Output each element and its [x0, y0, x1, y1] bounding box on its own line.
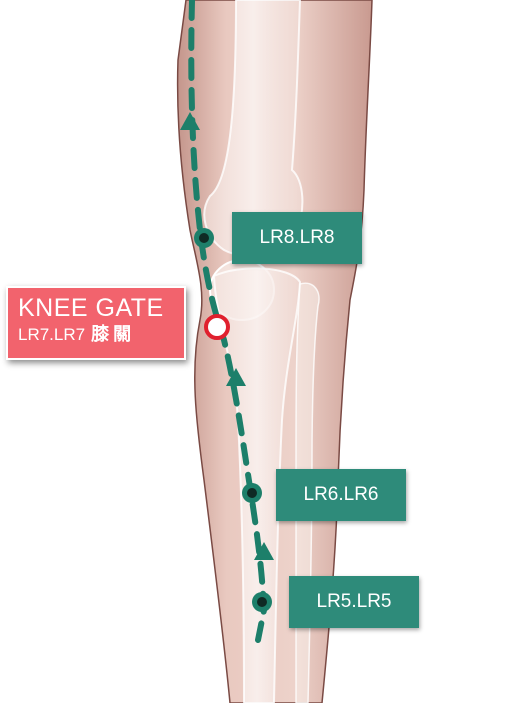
- liver-meridian-path: [188, 0, 268, 643]
- point-label-lr5: LR5.LR5: [289, 576, 419, 628]
- point-label-lr8: LR8.LR8: [232, 212, 362, 264]
- point-lr5[interactable]: [252, 592, 272, 612]
- callout-subtitle: LR7.LR7 膝關: [18, 322, 184, 348]
- meridian-arrow-upper: [180, 112, 200, 130]
- meridian-arrow-middle: [226, 368, 246, 386]
- callout-chinese: 膝關: [91, 324, 136, 345]
- point-lr7-highlight[interactable]: [204, 314, 230, 340]
- knee-gate-callout: KNEE GATE LR7.LR7 膝關: [6, 286, 186, 360]
- point-lr6[interactable]: [242, 483, 262, 503]
- meridian-arrow-lower: [254, 542, 274, 560]
- callout-title: KNEE GATE: [18, 294, 164, 322]
- callout-code: LR7.LR7: [18, 325, 86, 344]
- point-label-lr6: LR6.LR6: [276, 469, 406, 521]
- point-lr8[interactable]: [194, 228, 214, 248]
